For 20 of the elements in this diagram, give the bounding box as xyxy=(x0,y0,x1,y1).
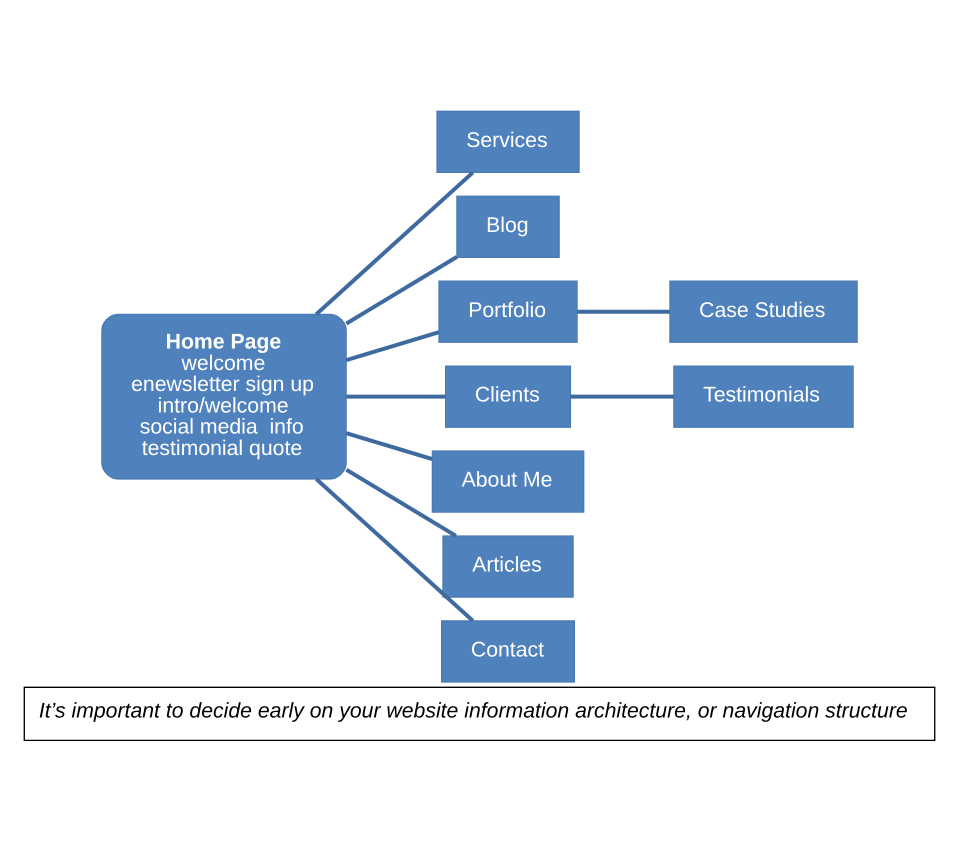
connector xyxy=(577,310,670,314)
node-box: Portfolio xyxy=(438,280,578,343)
node-box: Services xyxy=(436,110,580,174)
caption: It’s important to decide early on your website information architecture, or navigation structure xyxy=(38,700,908,723)
node-box: About Me xyxy=(432,450,584,513)
connector xyxy=(346,431,433,461)
connector xyxy=(314,478,474,622)
node-box: Testimonials xyxy=(673,365,854,428)
connector xyxy=(570,394,674,399)
connector xyxy=(346,394,446,399)
node-box: Articles xyxy=(442,535,574,598)
connector xyxy=(345,255,458,326)
node-box: Case Studies xyxy=(669,280,858,343)
node-box: Clients xyxy=(445,365,572,428)
connector xyxy=(314,171,474,316)
node-box: Contact xyxy=(441,620,576,683)
connector xyxy=(346,330,440,362)
node-box: Blog xyxy=(456,196,560,258)
node-box: Home Page welcome enewsletter sign up intro/welcome social media info testimonial quote xyxy=(101,314,347,480)
connector xyxy=(345,468,457,538)
